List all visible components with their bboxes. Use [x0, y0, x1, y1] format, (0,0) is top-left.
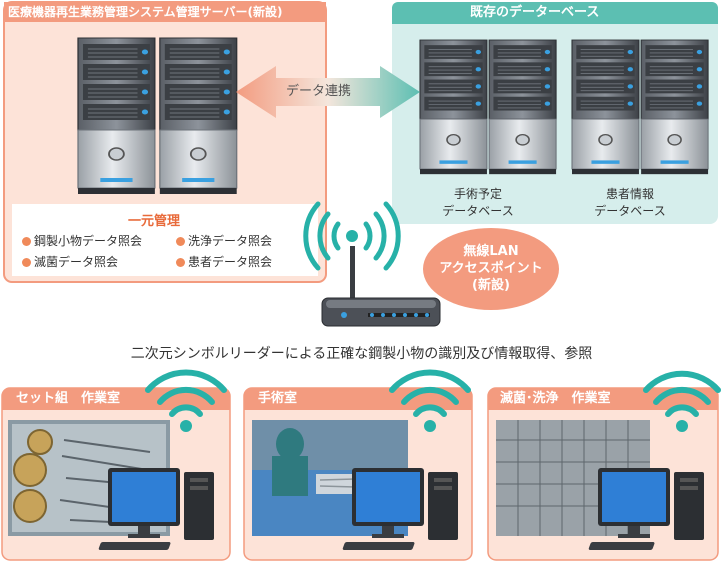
- operating-room-title: 手術室: [258, 391, 298, 406]
- sterilization-room-wifi-icon: [643, 370, 721, 432]
- bullet-icon: [176, 258, 185, 267]
- setting-room-wifi-icon: [145, 369, 227, 432]
- access-point-badge: [423, 228, 559, 310]
- access-point-label: 無線LAN アクセスポイント (新設): [439, 244, 543, 293]
- existing-db-title: 既存のデーターベース: [470, 5, 600, 20]
- sterilization-room-title: 滅菌･洗浄 作業室: [500, 391, 611, 406]
- surgery-db-caption: 手術予定 データベース: [442, 187, 514, 218]
- bullet-icon: [22, 237, 31, 246]
- operating-room-pc-icon: [342, 468, 458, 550]
- sterilization-room-pc-icon: [588, 468, 704, 550]
- reader-description: 二次元シンボルリーダーによる正確な鋼製小物の識別及び情報取得、参照: [130, 346, 593, 362]
- list-item: 患者データ照会: [176, 254, 272, 271]
- list-item: 洗浄データ照会: [176, 233, 272, 250]
- operating-room-wifi-icon: [389, 369, 471, 432]
- patient-db-caption: 患者情報 データベース: [594, 187, 666, 218]
- ap-wifi-icon: [303, 201, 401, 271]
- double-arrow-icon: [236, 66, 420, 118]
- new-server-title: 医療機器再生業務管理システム管理サーバー(新設): [8, 5, 283, 19]
- list-item: 滅菌データ照会: [22, 254, 118, 271]
- bullet-icon: [176, 237, 185, 246]
- bullet-icon: [22, 258, 31, 267]
- link-label: データ連携: [286, 84, 352, 99]
- unified-management-heading: 一元管理: [128, 214, 181, 229]
- router-icon: [321, 246, 441, 327]
- setting-room-pc-icon: [98, 468, 214, 550]
- list-item: 鋼製小物データ照会: [22, 233, 142, 250]
- setting-room-title: セット組 作業室: [16, 391, 121, 406]
